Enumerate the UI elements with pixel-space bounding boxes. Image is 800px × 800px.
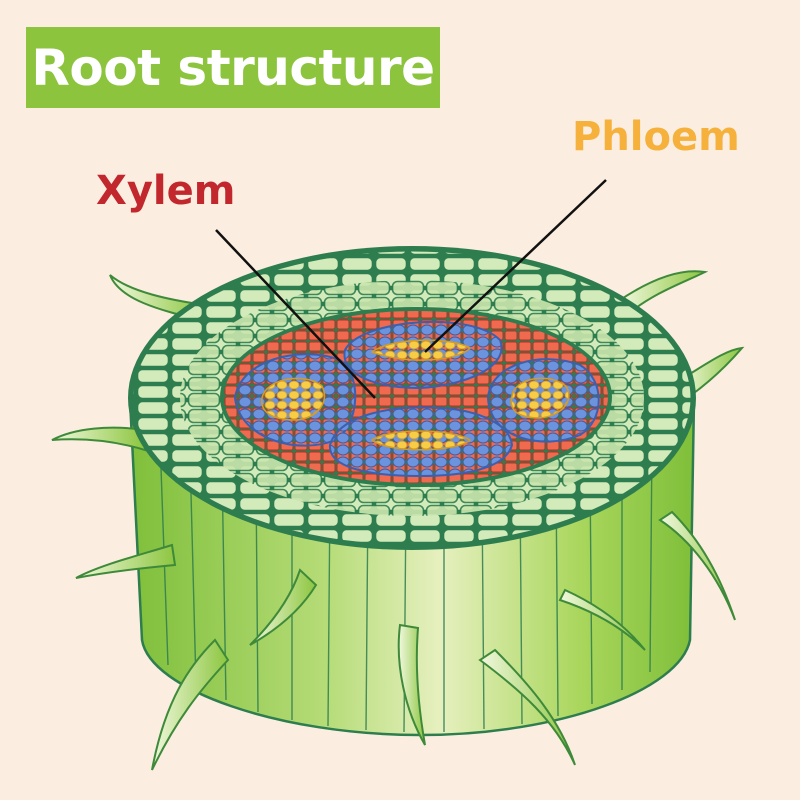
phloem-bundle-top xyxy=(343,320,503,390)
phloem-bundle-right xyxy=(486,358,600,443)
root-hairs-back xyxy=(109,270,745,398)
xylem-leader-line xyxy=(215,229,376,399)
phloem-bundle-bottom xyxy=(328,406,514,478)
phloem-bundle-left xyxy=(233,353,357,447)
title-banner: Root structure xyxy=(26,27,440,108)
root-hairs-front xyxy=(51,426,736,771)
phloem-leader-line xyxy=(424,179,607,353)
xylem-label: Xylem xyxy=(96,168,236,214)
page-title: Root structure xyxy=(31,38,435,97)
vascular-cylinder xyxy=(220,307,612,487)
phloem-label: Phloem xyxy=(572,114,740,160)
